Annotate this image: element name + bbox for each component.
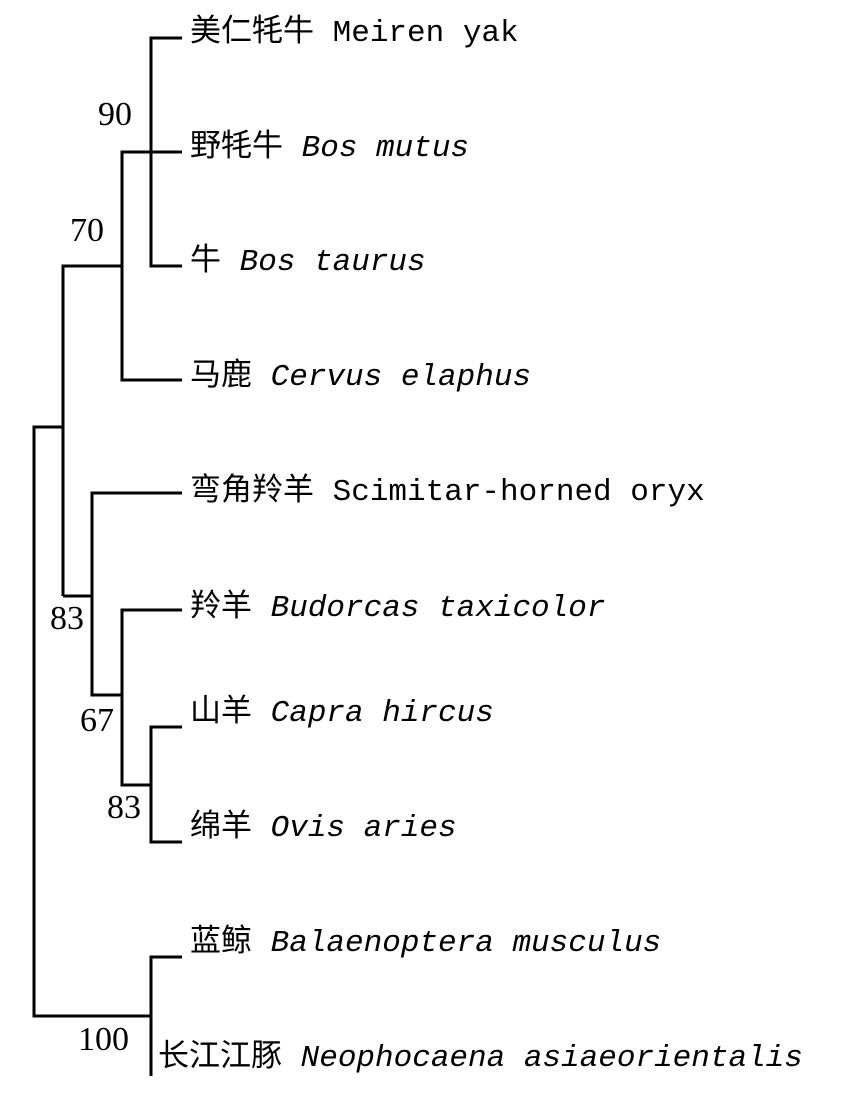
branch-oryx-clade xyxy=(90,491,182,697)
taxon-cn: 美仁牦牛 xyxy=(190,16,314,51)
taxon-cn: 山羊 xyxy=(190,696,252,731)
taxon-cn: 羚羊 xyxy=(190,591,252,626)
branch-root xyxy=(32,425,151,1018)
taxon-label: 绵羊 Ovis aries xyxy=(190,811,457,847)
bootstrap-value: 100 xyxy=(78,1021,129,1058)
branch-cetacean-clade xyxy=(149,955,182,1076)
taxon-cn: 马鹿 xyxy=(190,360,252,395)
branch-budorcas-clade xyxy=(120,608,182,787)
taxon-name: Bos mutus xyxy=(301,131,470,166)
taxon-cn: 野牦牛 xyxy=(190,131,283,166)
taxon-label: 弯角羚羊 Scimitar-horned oryx xyxy=(190,475,705,511)
branch-bos-cervus-stem xyxy=(61,264,122,596)
taxon-name: Neophocaena asiaeorientalis xyxy=(300,1041,803,1076)
bootstrap-value: 83 xyxy=(107,789,141,826)
taxon-name: Ovis aries xyxy=(270,811,457,846)
taxon-name: Meiren yak xyxy=(332,16,519,51)
taxon-label: 山羊 Capra hircus xyxy=(190,696,494,732)
taxon-name: Capra hircus xyxy=(270,696,494,731)
taxon-name: Bos taurus xyxy=(239,245,426,280)
taxon-cn: 绵羊 xyxy=(190,811,252,846)
taxon-name: Budorcas taxicolor xyxy=(270,591,606,626)
bootstrap-value: 90 xyxy=(98,96,132,133)
taxon-label: 长江江豚 Neophocaena asiaeorientalis xyxy=(158,1041,803,1077)
branch-capra-ovis xyxy=(149,725,182,844)
taxon-cn: 长江江豚 xyxy=(158,1041,282,1076)
branch-yak-clade xyxy=(149,36,182,268)
taxon-label: 牛 Bos taurus xyxy=(190,245,426,281)
taxon-label: 马鹿 Cervus elaphus xyxy=(190,360,531,396)
bootstrap-value: 70 xyxy=(70,212,104,249)
taxon-label: 羚羊 Budorcas taxicolor xyxy=(190,591,605,627)
taxon-name: Cervus elaphus xyxy=(270,360,532,395)
taxon-cn: 弯角羚羊 xyxy=(190,475,314,510)
taxon-cn: 牛 xyxy=(190,245,221,280)
taxon-label: 美仁牦牛 Meiren yak xyxy=(190,16,519,52)
bootstrap-value: 83 xyxy=(50,600,84,637)
taxon-label: 野牦牛 Bos mutus xyxy=(190,131,469,167)
taxon-label: 蓝鲸 Balaenoptera musculus xyxy=(190,926,661,962)
taxon-name: Balaenoptera musculus xyxy=(270,926,662,961)
bootstrap-value: 67 xyxy=(80,702,114,739)
taxon-cn: 蓝鲸 xyxy=(190,926,252,961)
taxon-name: Scimitar-horned oryx xyxy=(332,475,705,510)
